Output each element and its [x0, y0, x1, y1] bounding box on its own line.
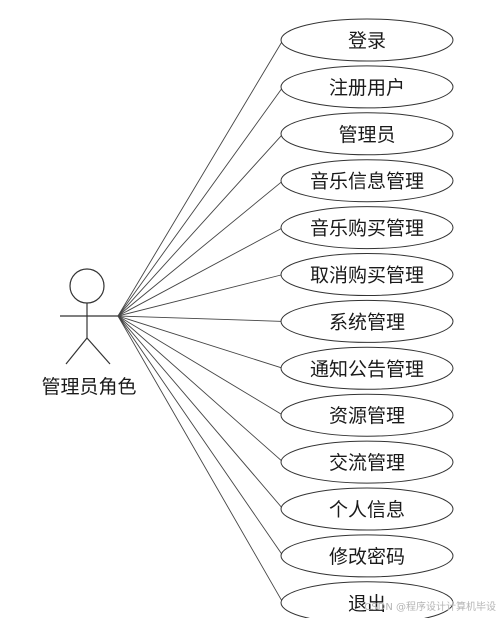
use-case-label: 取消购买管理	[310, 265, 424, 287]
use-case: 系统管理	[280, 299, 454, 343]
use-case: 注册用户	[280, 65, 454, 109]
use-case-label: 音乐购买管理	[310, 218, 424, 240]
use-case: 登录	[280, 18, 454, 62]
use-case-ellipse	[280, 253, 454, 296]
association-line	[117, 315, 284, 604]
use-case-label: 个人信息	[329, 499, 405, 521]
use-case-list: 登录注册用户管理员音乐信息管理音乐购买管理取消购买管理系统管理通知公告管理资源管…	[280, 18, 454, 618]
actor-label: 管理员角色	[41, 376, 136, 398]
actor-head	[69, 268, 105, 304]
actor-left-leg	[65, 337, 88, 365]
use-case-ellipse	[280, 440, 454, 484]
use-case-label: 音乐信息管理	[310, 171, 424, 193]
actor-right-leg	[86, 337, 111, 365]
use-case-ellipse	[280, 299, 454, 343]
use-case: 音乐购买管理	[280, 206, 454, 250]
use-case-ellipse	[280, 112, 454, 156]
use-case-ellipse	[280, 18, 454, 62]
association-line	[117, 180, 284, 317]
use-case-label: 退出	[348, 593, 386, 615]
use-case: 管理员	[280, 112, 454, 156]
use-case: 交流管理	[280, 440, 454, 484]
use-case: 退出	[280, 581, 454, 618]
use-case-ellipse	[280, 581, 454, 618]
use-case-ellipse	[280, 487, 454, 531]
association-line	[117, 315, 284, 510]
association-line	[117, 133, 284, 317]
association-line	[117, 315, 284, 369]
use-case-ellipse	[280, 65, 454, 109]
use-case: 修改密码	[280, 534, 454, 578]
association-line	[117, 315, 284, 322]
use-case-ellipse	[280, 159, 454, 203]
use-case: 取消购买管理	[280, 253, 454, 296]
use-case-ellipse	[280, 346, 454, 390]
use-case-label: 管理员	[338, 124, 395, 146]
association-line	[117, 315, 284, 416]
use-case-ellipse	[280, 206, 454, 250]
use-case-ellipse	[280, 393, 454, 437]
use-case-ellipse	[280, 534, 454, 578]
use-case: 资源管理	[280, 393, 454, 437]
use-case-label: 登录	[348, 30, 386, 52]
use-case-label: 交流管理	[329, 452, 405, 474]
association-line	[117, 315, 284, 463]
use-case: 个人信息	[280, 487, 454, 531]
association-line	[117, 39, 284, 317]
use-case-label: 通知公告管理	[310, 358, 424, 380]
association-lines	[117, 39, 284, 604]
use-case-label: 修改密码	[329, 546, 405, 568]
association-line	[117, 86, 284, 317]
use-case: 音乐信息管理	[280, 159, 454, 203]
use-case-label: 系统管理	[329, 311, 405, 333]
association-line	[117, 227, 284, 317]
use-case: 通知公告管理	[280, 346, 454, 390]
association-line	[117, 315, 284, 557]
watermark: CSDN @程序设计计算机毕设	[364, 600, 496, 613]
use-case-label: 资源管理	[329, 405, 405, 427]
actor: 管理员角色	[41, 268, 137, 398]
use-case-label: 注册用户	[329, 77, 405, 99]
association-line	[117, 274, 284, 317]
